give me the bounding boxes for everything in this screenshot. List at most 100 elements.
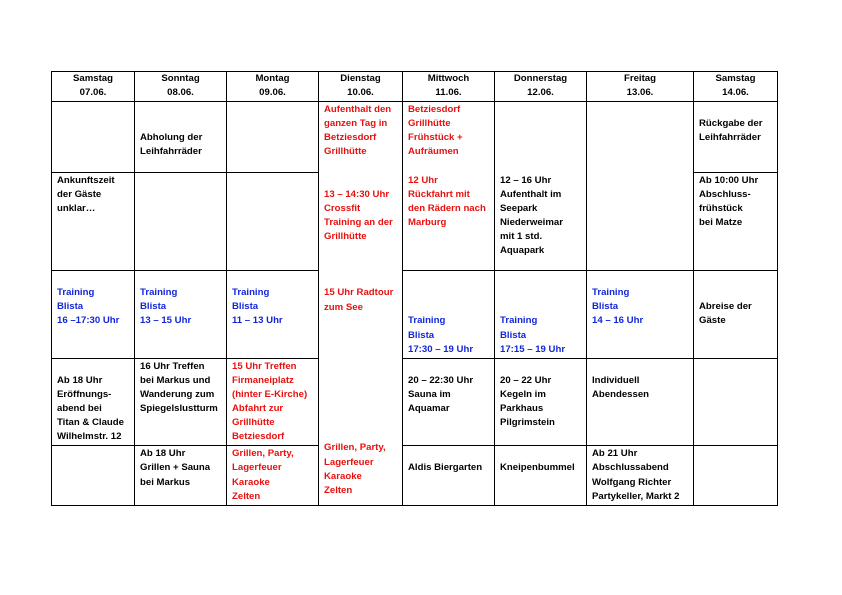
schedule-row-morning: Abholung der Leihfahrräder Aufenthalt de… (51, 101, 778, 506)
cell-line: Blista (140, 301, 167, 313)
cell-line: Ab 21 Uhr (592, 448, 638, 460)
cell-line: 17:30 – 19 Uhr (408, 343, 474, 355)
cell-line: Training an der (324, 216, 393, 228)
cell-line: Aldis Biergarten (408, 462, 483, 474)
cell-line: 12 Uhr (408, 174, 438, 186)
cell-line: Training (57, 287, 95, 299)
schedule-cell: 12 – 16 Uhr Aufenthalt im Seepark Nieder… (494, 101, 587, 272)
cell-line: Training (500, 315, 538, 327)
cell-line: Grillhütte (408, 118, 451, 130)
cell-line: 15 Uhr Radtour (324, 287, 394, 299)
cell-line: Kneipenbummel (500, 462, 575, 474)
cell-line: Ankunftszeit (57, 175, 115, 187)
cell-line: Grillhütte (232, 417, 275, 429)
cell-line: zum See (324, 301, 363, 313)
schedule-cell: Ab 10:00 Uhr Abschluss- frühstück bei Ma… (693, 172, 778, 272)
cell-line: unklar… (57, 203, 96, 215)
cell-line: Training (232, 287, 270, 299)
schedule-cell: 20 – 22:30 Uhr Sauna im Aquamar (402, 357, 495, 447)
cell-line: Kegeln im (500, 388, 546, 400)
schedule-row-midday: Ankunftszeit der Gäste unklar… Ab 10:00 … (51, 172, 778, 272)
schedule-cell-empty (134, 172, 227, 272)
schedule-cell-empty (693, 445, 778, 506)
schedule-row-night: Ab 18 Uhr Grillen + Sauna bei Markus Gri… (51, 445, 778, 506)
cell-line: Aquapark (500, 245, 545, 257)
cell-line: Blista (232, 301, 259, 313)
cell-line: Abholung der (140, 132, 203, 144)
schedule-cell: Ab 18 Uhr Eröffnungs- abend bei Titan & … (51, 357, 135, 447)
schedule-cell: Rückgabe der Leihfahrräder (693, 101, 778, 174)
cell-line: Rückgabe der (699, 118, 763, 130)
cell-line: Abfahrt zur (232, 403, 284, 415)
cell-line: Lagerfeuer (324, 456, 374, 468)
schedule-cell-empty (586, 101, 694, 272)
cell-line: Blista (408, 329, 435, 341)
cell-line: Spiegelslustturm (140, 403, 218, 415)
schedule-cell-training: Training Blista 13 – 15 Uhr (134, 270, 227, 359)
cell-line: Wolfgang Richter (592, 476, 672, 488)
cell-line: den Rädern nach (408, 202, 486, 214)
cell-line: Training (592, 287, 630, 299)
cell-line: Karaoke (232, 476, 270, 488)
cell-line: 12 – 16 Uhr (500, 174, 552, 186)
cell-line: Grillen, Party, (232, 448, 294, 460)
schedule-cell: Abreise der Gäste (693, 270, 778, 359)
cell-line: Training (408, 315, 446, 327)
schedule-cell-empty (693, 357, 778, 447)
cell-line: Abschlussabend (592, 462, 669, 474)
cell-line: ganzen Tag in (324, 118, 388, 130)
cell-line: Abendessen (592, 388, 650, 400)
cell-line: Ab 18 Uhr (57, 374, 103, 386)
cell-line: Frühstück + (408, 132, 463, 144)
cell-line: Pilgrimstein (500, 417, 555, 429)
cell-line: Niederweimar (500, 216, 563, 228)
cell-line: Betziesdorf (232, 431, 285, 443)
cell-line: Betziesdorf (408, 104, 461, 116)
cell-line: Abreise der (699, 301, 752, 313)
schedule-cell: Abholung der Leihfahrräder (134, 101, 227, 174)
cell-line: 13 – 15 Uhr (140, 315, 192, 327)
cell-line: Zelten (232, 490, 261, 502)
cell-line: Grillen, Party, (324, 442, 386, 454)
schedule-cell: Individuell Abendessen (586, 357, 694, 447)
cell-line: Blista (592, 301, 619, 313)
cell-line: Zelten (324, 484, 353, 496)
cell-line: Titan & Claude (57, 417, 124, 429)
cell-line: Eröffnungs- (57, 388, 112, 400)
cell-line: Aufenthalt den (324, 104, 392, 116)
cell-line: 15 Uhr Treffen (232, 360, 297, 372)
cell-line: der Gäste (57, 189, 102, 201)
cell-line: 16 Uhr Treffen (140, 360, 205, 372)
cell-line: Rückfahrt mit (408, 188, 470, 200)
schedule-cell: Aldis Biergarten (402, 445, 495, 506)
schedule-cell: 20 – 22 Uhr Kegeln im Parkhaus Pilgrimst… (494, 357, 587, 447)
schedule-cell-training: Training Blista 14 – 16 Uhr (586, 270, 694, 359)
schedule-cell-tuesday: Aufenthalt den ganzen Tag in Betziesdorf… (318, 101, 403, 506)
cell-line: Grillhütte (324, 146, 367, 158)
cell-line: 20 – 22:30 Uhr (408, 374, 474, 386)
schedule-cell-training: Training Blista 11 – 13 Uhr (226, 270, 319, 359)
cell-line: Aquamar (408, 403, 450, 415)
cell-line: mit 1 std. (500, 231, 543, 243)
cell-line: Aufenthalt im (500, 188, 562, 200)
cell-line: 17:15 – 19 Uhr (500, 343, 566, 355)
cell-line: Training (140, 287, 178, 299)
cell-line: 20 – 22 Uhr (500, 374, 552, 386)
schedule-row-evening: Ab 18 Uhr Eröffnungs- abend bei Titan & … (51, 357, 778, 447)
cell-line: Lagerfeuer (232, 462, 282, 474)
cell-line: (hinter E-Kirche) (232, 388, 308, 400)
schedule-cell-wednesday-top: Betziesdorf Grillhütte Frühstück + Aufrä… (402, 101, 495, 272)
cell-line: Ab 18 Uhr (140, 448, 186, 460)
schedule-cell: Kneipenbummel (494, 445, 587, 506)
schedule-cell: Grillen, Party, Lagerfeuer Karaoke Zelte… (226, 445, 319, 506)
cell-line: Blista (57, 301, 84, 313)
cell-line: abend bei (57, 403, 102, 415)
cell-line: Aufräumen (408, 146, 459, 158)
